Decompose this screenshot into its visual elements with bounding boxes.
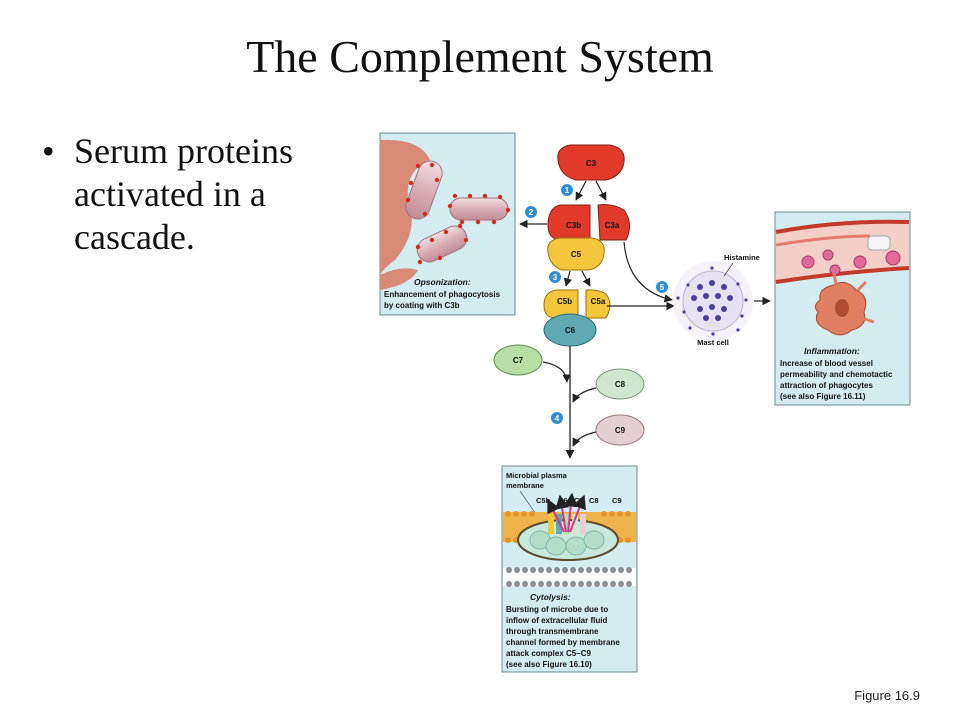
inflammation-heading: Inflammation:: [804, 346, 860, 356]
opsonization-line-2: by coating with C3b: [384, 301, 460, 310]
opsonization-panel: Opsonization: Enhancement of phagocytosi…: [379, 132, 516, 316]
opsonization-heading: Opsonization:: [414, 277, 471, 287]
svg-text:C8: C8: [589, 496, 599, 505]
svg-text:4: 4: [555, 414, 560, 423]
histamine-granules: [676, 266, 748, 336]
lipid-bilayer: [503, 567, 636, 587]
figure-caption: Figure 16.9: [854, 688, 920, 703]
svg-text:C3a: C3a: [605, 221, 620, 230]
svg-text:Bursting of microbe due to: Bursting of microbe due to: [506, 605, 608, 614]
svg-text:2: 2: [529, 208, 534, 217]
phagocyte-shape: [380, 139, 430, 275]
mast-cell: Histamine Mast cell: [673, 253, 771, 347]
svg-text:C9: C9: [615, 426, 626, 435]
svg-text:C8: C8: [615, 380, 626, 389]
c7-protein: [493, 344, 543, 376]
slide-title: The Complement System: [246, 31, 714, 82]
histamine-label: Histamine: [724, 253, 760, 262]
bullet-text: Serum proteins activated in a cascade.: [74, 131, 293, 257]
svg-text:through transmembrane: through transmembrane: [506, 627, 599, 636]
cytolysis-heading: Cytolysis:: [530, 592, 571, 602]
c5-protein: [547, 237, 605, 271]
fluid-inflow-arrows: [547, 492, 586, 533]
svg-text:C5b: C5b: [536, 496, 551, 505]
svg-text:C6: C6: [565, 326, 576, 335]
c3a-protein: [597, 204, 630, 241]
svg-text:attack complex C5–C9: attack complex C5–C9: [506, 649, 591, 658]
svg-text:inflow of extracellular fluid: inflow of extracellular fluid: [506, 616, 607, 625]
step-3-badge: 3: [549, 271, 561, 283]
bacterium-2: [449, 197, 509, 221]
svg-text:permeability and chemotactic: permeability and chemotactic: [780, 370, 893, 379]
svg-text:C5b: C5b: [557, 297, 572, 306]
svg-text:5: 5: [660, 283, 665, 292]
membrane-attack-complex: [548, 514, 586, 534]
phagocytes-in-vessel: [801, 249, 901, 276]
svg-text:(see also Figure 16.11): (see also Figure 16.11): [780, 392, 866, 401]
cytolysis-panel: Microbial plasma membrane C5b C6 C7 C8 C…: [501, 465, 638, 673]
inflammation-panel: Inflammation: Increase of blood vessel p…: [774, 211, 911, 406]
svg-text:C3: C3: [586, 159, 597, 168]
svg-text:C3b: C3b: [566, 221, 581, 230]
mast-cell-label: Mast cell: [697, 338, 729, 347]
opsonization-line-1: Enhancement of phagocytosis: [384, 290, 501, 299]
svg-text:Increase of blood vessel: Increase of blood vessel: [780, 359, 873, 368]
c3-protein: [557, 144, 625, 181]
svg-text:3: 3: [553, 273, 558, 282]
svg-text:channel formed by membrane: channel formed by membrane: [506, 638, 620, 647]
svg-text:C5a: C5a: [591, 297, 606, 306]
svg-text:membrane: membrane: [506, 481, 544, 490]
c5a-protein: [585, 289, 611, 319]
svg-text:1: 1: [565, 186, 570, 195]
step-2-badge: 2: [525, 206, 537, 218]
c9-protein: [595, 414, 645, 446]
step-4-badge: 4: [551, 412, 563, 424]
bacterium-1: [405, 160, 443, 220]
svg-text:Microbial plasma: Microbial plasma: [506, 471, 568, 480]
svg-text:attraction of phagocytes: attraction of phagocytes: [780, 381, 873, 390]
svg-text:C7: C7: [513, 356, 524, 365]
bacterium-3: [416, 225, 468, 263]
step-5-badge: 5: [656, 281, 668, 293]
bullet-dot: •: [42, 131, 55, 171]
c8-protein: [595, 368, 645, 400]
svg-text:C9: C9: [612, 496, 622, 505]
cascade: C3 1 C3b C3a 2 C5 3 C5b: [493, 144, 675, 459]
svg-text:(see also Figure 16.10): (see also Figure 16.10): [506, 660, 592, 669]
step-1-badge: 1: [561, 184, 573, 196]
svg-text:C5: C5: [571, 250, 582, 259]
c3b-coating-dots: [405, 162, 511, 265]
